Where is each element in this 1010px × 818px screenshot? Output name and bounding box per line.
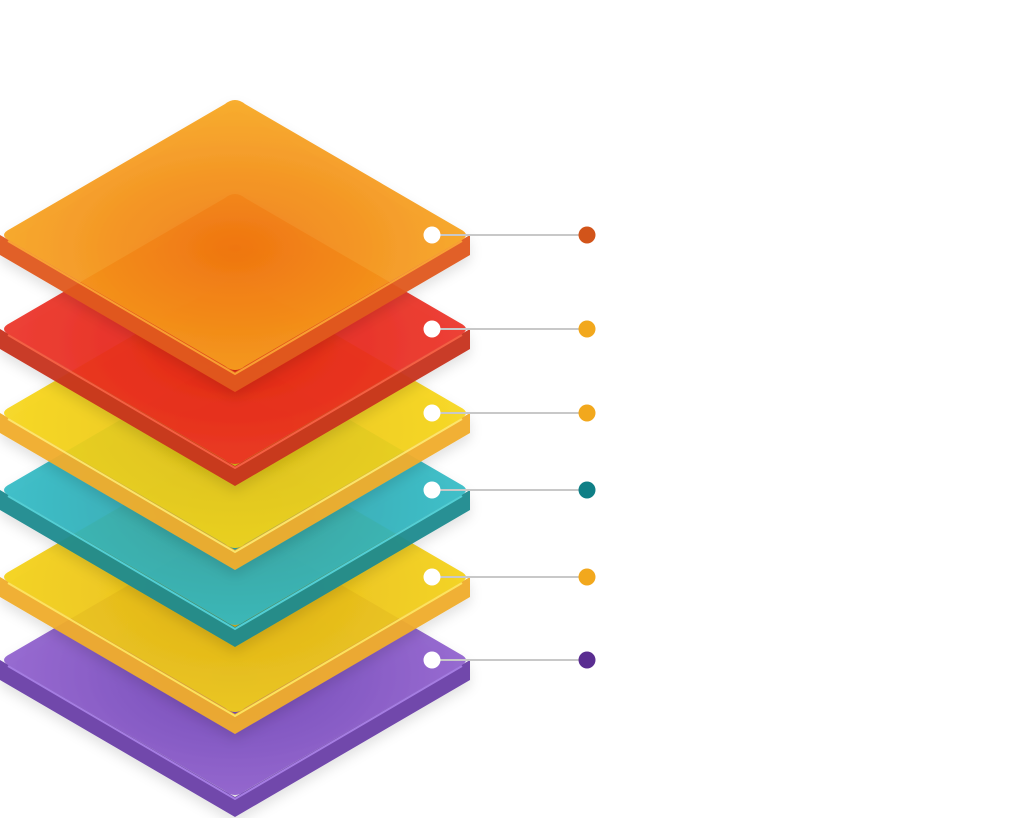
connectors-group — [423, 226, 596, 669]
layer-yellow-upper-rim — [7, 418, 463, 554]
connector-node-6 — [423, 226, 441, 244]
connector-node-3 — [423, 481, 441, 499]
connector-marker-6 — [578, 226, 596, 244]
layer-orange — [0, 100, 470, 392]
layer-orange-rim — [7, 240, 463, 376]
connector-node-4 — [423, 404, 441, 422]
connector-marker-3 — [578, 481, 596, 499]
layer-red-rim — [7, 334, 463, 470]
connector-node-5 — [423, 320, 441, 338]
layer-purple-rim — [7, 665, 463, 801]
connector-marker-5 — [578, 320, 596, 338]
connector-marker-2 — [578, 568, 596, 586]
connector-node-2 — [423, 568, 441, 586]
layer-orange-top — [4, 100, 466, 370]
connector-marker-4 — [578, 404, 596, 422]
layer-teal-rim — [7, 495, 463, 631]
connector-marker-1 — [578, 651, 596, 669]
layers-group — [0, 100, 470, 817]
layer-yellow-lower-rim — [7, 582, 463, 718]
connector-node-1 — [423, 651, 441, 669]
